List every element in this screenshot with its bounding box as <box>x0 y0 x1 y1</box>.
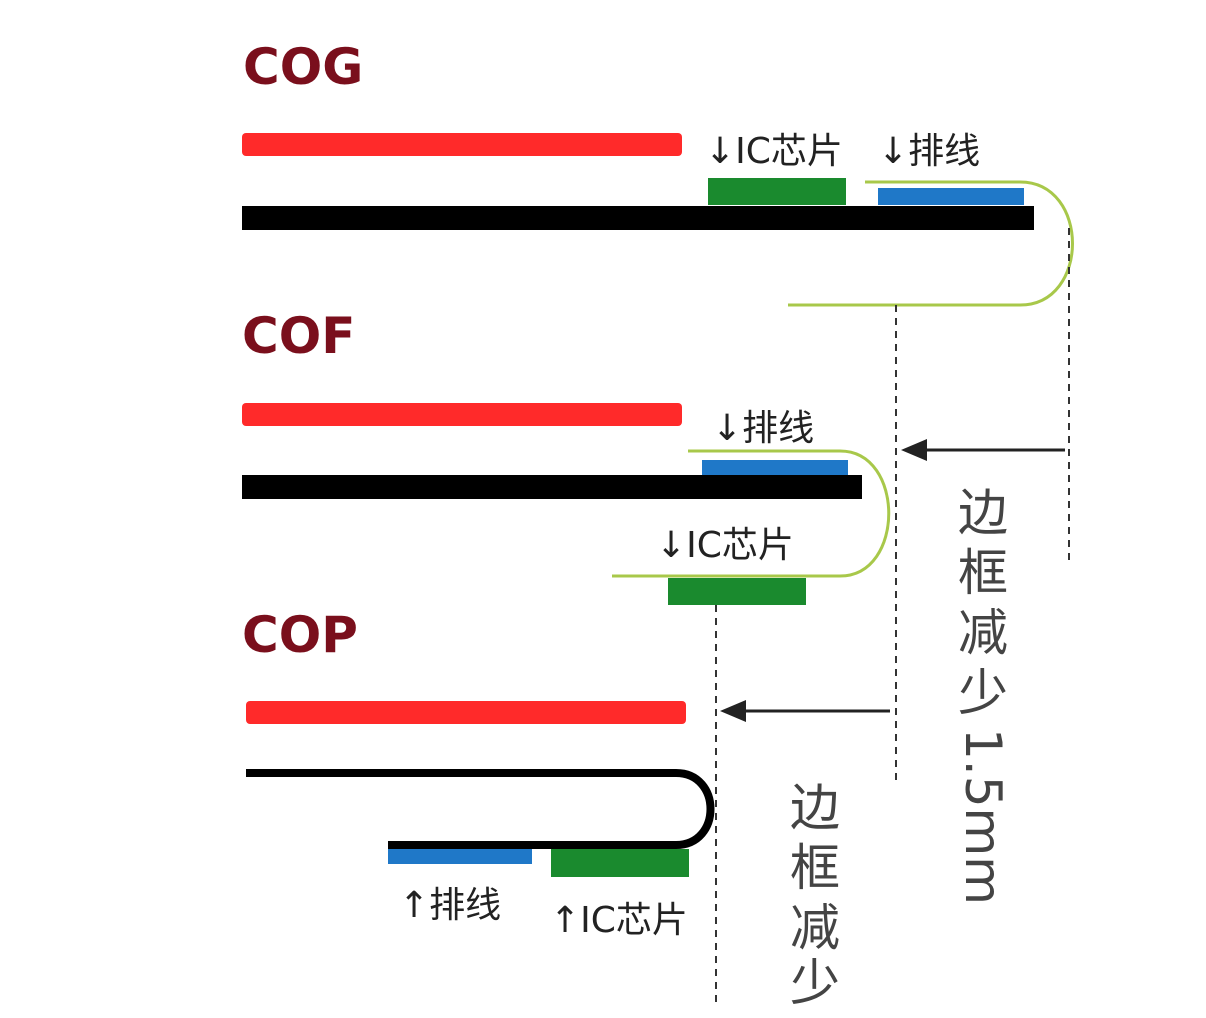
bezel-reduction-arrow-1 <box>901 439 1065 461</box>
cog-ic-label: ↓IC芯片 <box>705 131 843 172</box>
cof-cable-pad <box>702 460 848 475</box>
bezel-15-char: 框 <box>958 544 1008 602</box>
cop-title: COP <box>242 606 358 664</box>
cof-flex-cable <box>612 449 891 578</box>
cop-bent-panel <box>246 769 715 849</box>
cof-title: COF <box>242 307 355 365</box>
bezel-char: 框 <box>790 839 840 897</box>
bezel-15-char: 少 <box>958 664 1008 722</box>
cof-panel-substrate <box>242 475 862 499</box>
bezel-15-value: 1.5mm <box>954 728 1012 905</box>
bezel-char: 边 <box>790 779 840 837</box>
bezel-15-char: 边 <box>958 484 1008 542</box>
bezel-char: 少 <box>790 954 840 1012</box>
cog-cable-pad <box>878 188 1024 205</box>
cof-glass-layer <box>242 403 682 426</box>
cop-cable-pad <box>388 849 532 864</box>
cog-flex-cable <box>788 180 1074 307</box>
cog-panel-substrate <box>242 206 1034 230</box>
bezel-15-char: 减 <box>958 604 1008 662</box>
bezel-reduction-label: 边 框 减 少 <box>790 779 840 1012</box>
cog-ic-chip <box>708 178 846 205</box>
bezel-char: 减 <box>790 899 840 957</box>
cop-glass-layer <box>246 701 686 724</box>
cog-title: COG <box>243 38 363 96</box>
cop-ic-label: ↑IC芯片 <box>550 900 688 941</box>
cog-cable-label: ↓排线 <box>878 131 980 172</box>
cof-ic-chip <box>668 578 806 605</box>
bezel-reduction-arrow-2 <box>720 700 890 722</box>
cof-ic-label: ↓IC芯片 <box>656 525 794 566</box>
cof-cable-label: ↓排线 <box>712 408 814 449</box>
bezel-reduction-15mm-label: 边 框 减 少 1.5mm <box>954 484 1012 905</box>
cog-glass-layer <box>242 133 682 156</box>
cop-ic-chip <box>551 849 689 877</box>
cop-cable-label: ↑排线 <box>399 885 501 926</box>
